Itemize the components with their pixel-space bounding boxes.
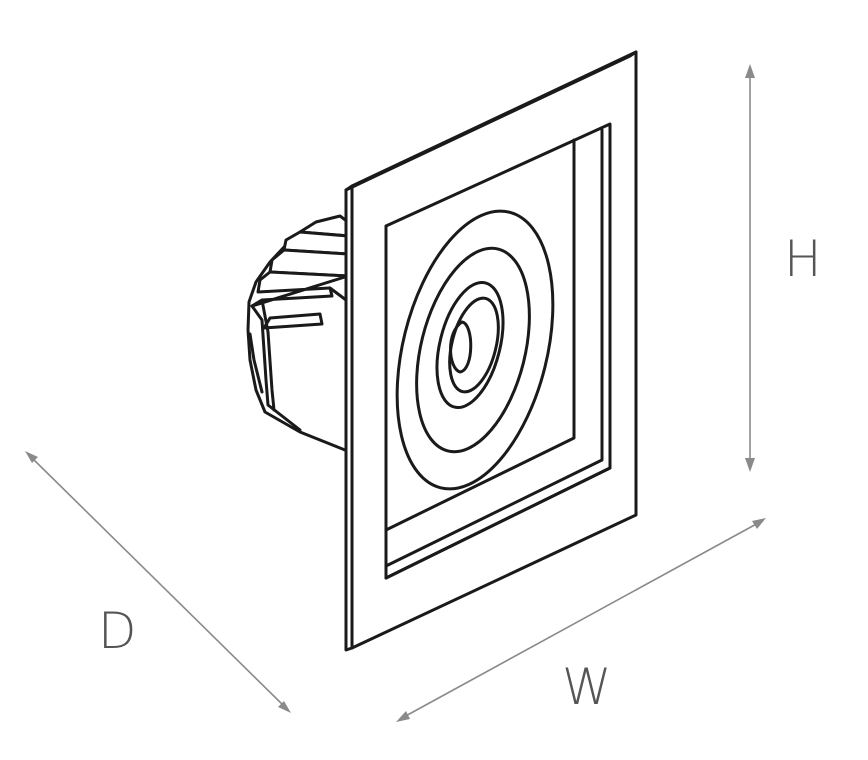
width-arrow-left xyxy=(396,711,410,722)
height-arrow-top xyxy=(745,64,755,78)
depth-dimension xyxy=(25,451,291,713)
lens-rings xyxy=(395,209,555,491)
middle-ring xyxy=(415,246,531,454)
height-dimension xyxy=(745,64,755,472)
heat-sink xyxy=(246,214,352,454)
depth-arrow-top xyxy=(25,451,38,463)
width-arrow-right xyxy=(752,518,766,529)
height-label: H xyxy=(784,230,822,288)
led-core xyxy=(449,320,473,374)
width-label: W xyxy=(562,658,611,716)
outer-ring xyxy=(395,209,555,491)
height-arrow-bottom xyxy=(745,458,755,472)
width-dimension xyxy=(396,518,766,722)
depth-arrow-bottom xyxy=(278,701,291,713)
depth-label: D xyxy=(98,602,137,660)
reflector-ring xyxy=(435,280,505,410)
